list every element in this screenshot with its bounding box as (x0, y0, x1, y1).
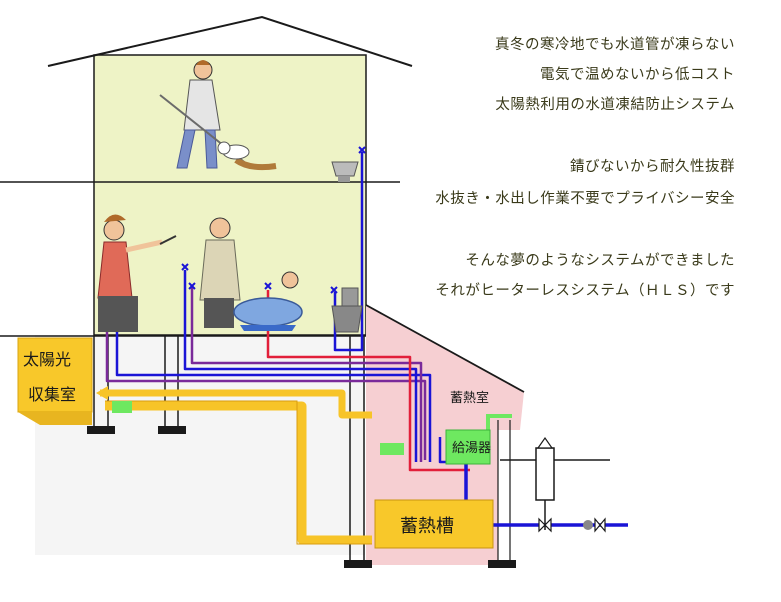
copy-line-7: それがヒーターレスシステム（ＨＬＳ）です (435, 283, 735, 299)
copy-line-2: 電気で温めないから低コスト (540, 67, 735, 83)
water-heater (445, 429, 491, 465)
copy-line-5: 水抜き・水出し作業不要でプライバシー安全 (435, 191, 735, 207)
duct-fan-connector (112, 401, 132, 413)
return-air-duct (100, 389, 372, 419)
collector-label-line2: 収集室 (28, 385, 76, 404)
outdoor-valve-icon (535, 436, 606, 533)
copy-line-3: 太陽熱利用の水道凍結防止システム (495, 97, 735, 113)
copy-line-1: 真冬の寒冷地でも水道管が凍らない (495, 37, 735, 53)
storage-tank (374, 499, 494, 549)
water-heater-label: 給湯器 (452, 441, 491, 456)
roof (47, 15, 413, 67)
man-brushing-teeth-figure (199, 217, 241, 328)
child-in-bathtub-figure (233, 271, 303, 331)
woman-cooking-figure (97, 214, 177, 332)
sink-icon (331, 161, 359, 182)
copy-line-6: そんな夢のようなシステムができました (465, 253, 735, 269)
cat-figure (217, 141, 250, 160)
water-pipes (105, 152, 628, 527)
storage-tank-label: 蓄熱槽 (400, 516, 454, 537)
collector-label-line1: 太陽光 (23, 350, 71, 369)
toilet-icon (331, 287, 363, 333)
copy-line-4: 錆びないから耐久性抜群 (570, 159, 735, 175)
storage-room-label: 蓄熱室 (450, 390, 489, 406)
warm-air-duct (105, 401, 372, 545)
